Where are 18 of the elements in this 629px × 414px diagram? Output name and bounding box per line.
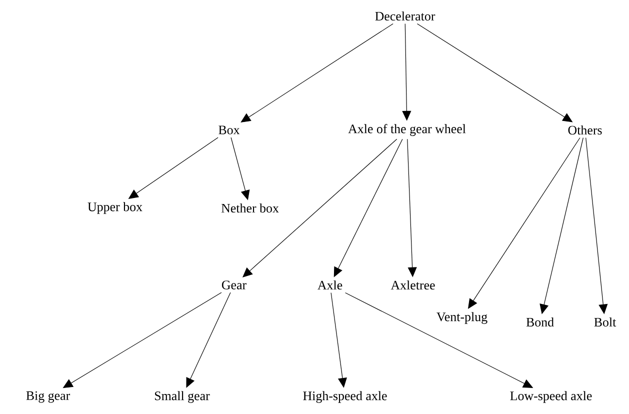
node-label: High-speed axle	[303, 391, 387, 403]
node-label: Bolt	[594, 317, 616, 327]
node-label: Big gear	[26, 391, 70, 403]
node-label: Vent-plug	[436, 312, 488, 324]
node-label: Gear	[222, 280, 246, 290]
node-label: Axle	[318, 280, 342, 290]
arrow	[240, 23, 394, 122]
node-label: Nether box	[221, 203, 279, 213]
node-label: Bond	[526, 317, 554, 327]
node-label: Low-speed axle	[510, 391, 592, 403]
arrow	[186, 292, 231, 388]
node-label: Small gear	[155, 391, 210, 403]
node-label: Decelerator	[375, 11, 436, 21]
node-label: Box	[218, 126, 240, 134]
node-label: Axletree	[390, 280, 435, 290]
node-label: Axle of the gear wheel	[348, 124, 466, 136]
node-label: Upper box	[88, 202, 142, 214]
node-label: Others	[568, 125, 602, 135]
